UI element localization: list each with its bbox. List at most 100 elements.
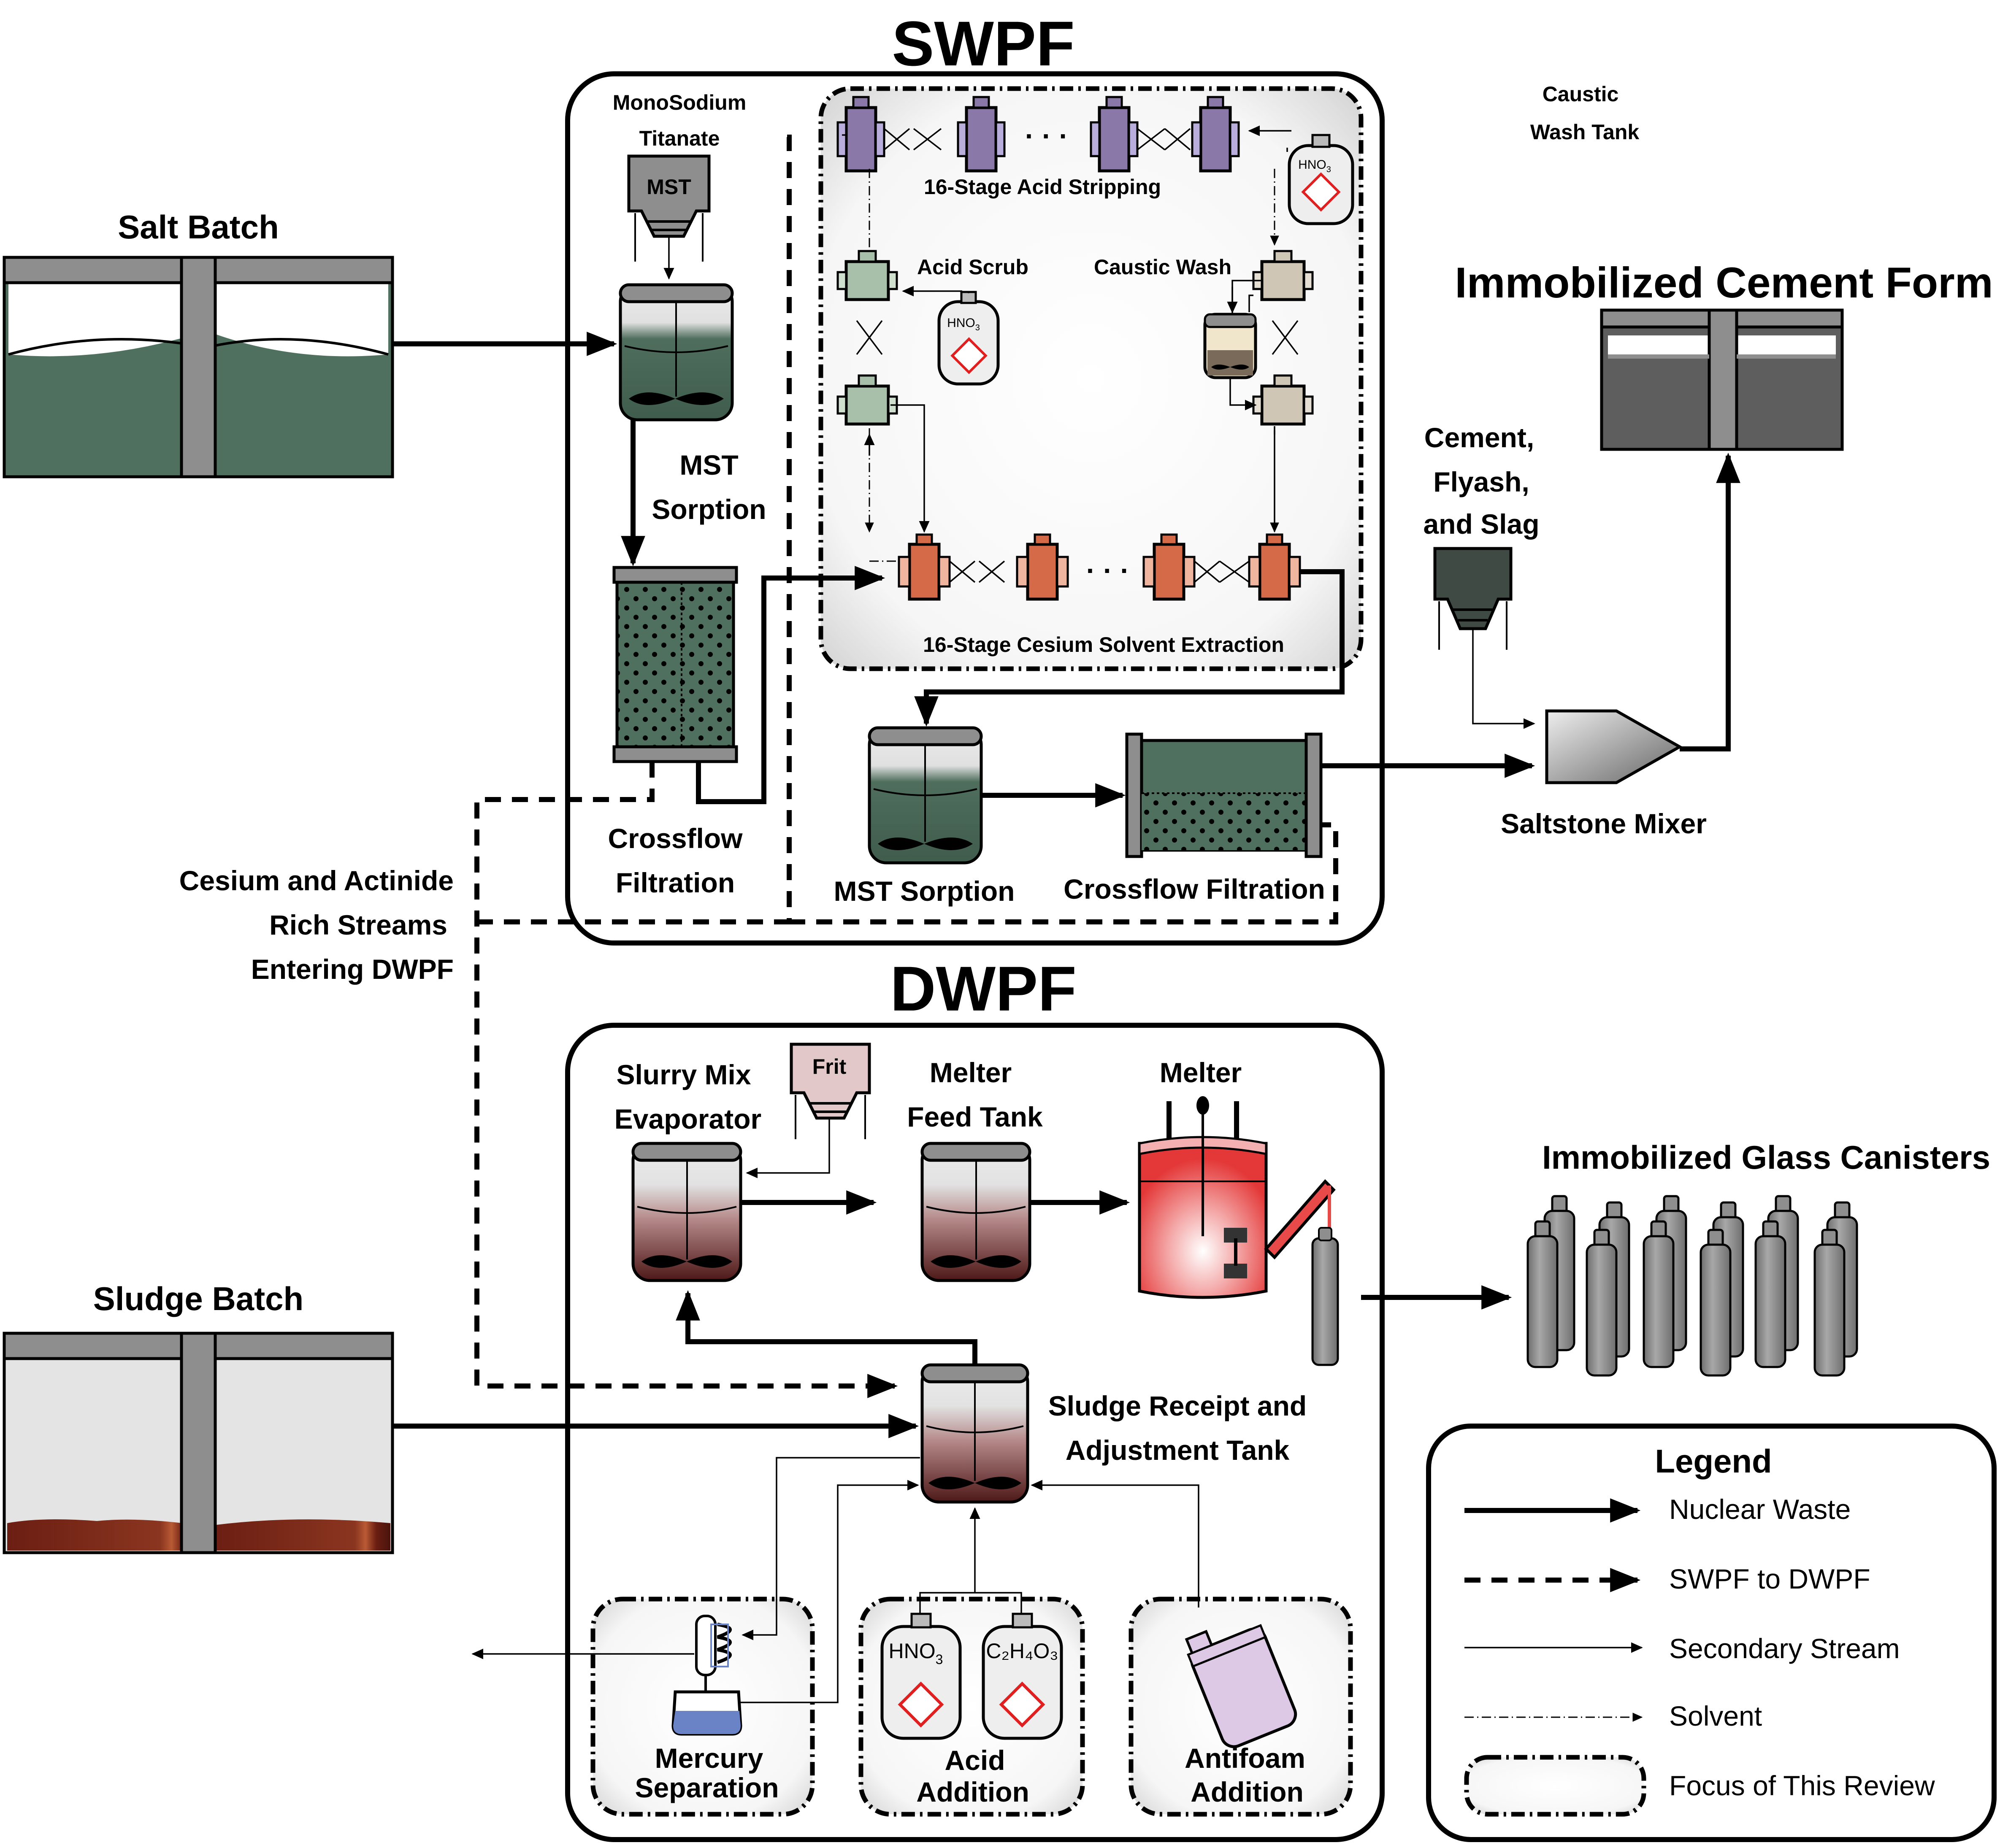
glass-canister xyxy=(1526,1220,1559,1368)
caustic-wash-tank-label-1: Caustic xyxy=(1543,82,1619,106)
crossflow-1-line2: Filtration xyxy=(616,867,735,898)
caustic-wash-label: Caustic Wash xyxy=(1094,255,1231,279)
cesium-extraction-label: 16-Stage Cesium Solvent Extraction xyxy=(923,633,1284,657)
strip-dots: · · · xyxy=(1025,120,1069,151)
immobilized-glass-canisters xyxy=(1526,1195,1858,1377)
frit-arrow xyxy=(746,1118,830,1178)
cesium-streams-label-3: Entering DWPF xyxy=(251,954,454,985)
acid-addition-label-1: Acid xyxy=(945,1745,1005,1776)
cement-to-mixer-arrow xyxy=(1472,629,1535,729)
legend-focus-label: Focus of This Review xyxy=(1669,1770,1935,1801)
mst-chem-label-2: Titanate xyxy=(639,127,720,150)
acid-scrub-label: Acid Scrub xyxy=(917,255,1028,279)
glass-canister xyxy=(1643,1220,1675,1368)
legend-swpf-label: SWPF to DWPF xyxy=(1669,1563,1870,1594)
legend-focus-swatch xyxy=(1464,1755,1646,1817)
swpf-title: SWPF xyxy=(892,8,1074,79)
hno3-bottle-dwpf xyxy=(880,1613,962,1740)
nuclear-flows-dwpf xyxy=(392,1190,1512,1438)
hno3-strip-label: HNO3 xyxy=(1298,158,1331,174)
glass-canister xyxy=(1700,1229,1732,1377)
saltstone-mixer-label: Saltstone Mixer xyxy=(1501,808,1707,839)
cssx-internal-flows xyxy=(842,134,1288,562)
glass-canister-fill xyxy=(1311,1227,1339,1366)
crossflow-1-line1: Crossflow xyxy=(608,823,743,854)
acid-addition-label-2: Addition xyxy=(916,1776,1029,1807)
caustic-to-tank-arrow xyxy=(1227,280,1262,313)
frit-hopper xyxy=(790,1043,871,1139)
glass-canister xyxy=(1754,1220,1786,1368)
melter-feed-label-2: Feed Tank xyxy=(907,1101,1043,1132)
legend-secondary-label: Secondary Stream xyxy=(1669,1633,1900,1664)
glycolic-acid-label: C₂H₄O₃ xyxy=(986,1639,1058,1663)
cement-inputs-1: Cement, xyxy=(1424,422,1534,453)
slurry-mix-label-2: Evaporator xyxy=(614,1103,761,1135)
slurry-mix-label-1: Slurry Mix xyxy=(616,1059,751,1090)
nuclear-flows-swpf xyxy=(392,332,1740,808)
cement-inputs-3: and Slag xyxy=(1423,508,1539,540)
mst-chem-label-1: MonoSodium xyxy=(613,91,747,114)
glycolic-acid-bottle xyxy=(982,1613,1063,1740)
cement-form-label: Immobilized Cement Form xyxy=(1455,259,1993,307)
crossflow-filter-2 xyxy=(1125,732,1323,858)
legend-box xyxy=(1426,1424,1997,1842)
glass-canisters-label: Immobilized Glass Canisters xyxy=(1542,1139,1990,1176)
slurry-mix-evaporator xyxy=(631,1142,742,1282)
acid-stripping-contactors xyxy=(836,96,1240,173)
dwpf-title: DWPF xyxy=(890,953,1077,1024)
crossflow-filter-1 xyxy=(612,566,738,763)
caustic-wash-tank-label-2: Wash Tank xyxy=(1530,120,1640,144)
caustic-wash-tank-icon xyxy=(1203,313,1257,379)
salt-batch-label: Salt Batch xyxy=(118,208,279,246)
acid-stripping-label: 16-Stage Acid Stripping xyxy=(924,175,1161,199)
saltstone-mixer xyxy=(1545,709,1683,784)
melter-feed-label-1: Melter xyxy=(930,1057,1012,1088)
cesium-extraction-contactors xyxy=(898,533,1301,601)
antifoam-label-1: Antifoam xyxy=(1185,1743,1305,1774)
frit-label: Frit xyxy=(812,1055,847,1078)
salt-batch-tank xyxy=(3,256,394,478)
crossflow-2-label: Crossflow Filtration xyxy=(1064,873,1325,905)
legend-nuclear-label: Nuclear Waste xyxy=(1669,1494,1851,1525)
melter-label: Melter xyxy=(1160,1057,1242,1088)
melter xyxy=(1138,1096,1336,1299)
dwpf-secondary-streams xyxy=(471,1457,1199,1703)
extract-dots: · · · xyxy=(1086,555,1130,586)
caustic-tank-line-down xyxy=(1229,378,1257,411)
cesium-streams-label-1: Cesium and Actinide xyxy=(179,865,454,896)
antifoam-jug xyxy=(1185,1624,1297,1748)
mst-sorption-tank-1 xyxy=(619,283,734,421)
srat-label-2: Adjustment Tank xyxy=(1066,1435,1290,1466)
glass-canister xyxy=(1586,1229,1618,1377)
legend-title: Legend xyxy=(1655,1443,1772,1480)
mst-sorption-tank-2 xyxy=(868,726,983,865)
hno3-dwpf-label: HNO3 xyxy=(889,1639,943,1667)
sludge-receipt-tank xyxy=(920,1363,1029,1504)
sludge-batch-label: Sludge Batch xyxy=(93,1280,303,1317)
glass-canister xyxy=(1813,1229,1846,1377)
hno3-scrub-label: HNO3 xyxy=(947,316,980,332)
sludge-batch-tank xyxy=(3,1332,394,1554)
legend-solvent-label: Solvent xyxy=(1669,1700,1762,1732)
mercury-separation-apparatus xyxy=(671,1615,742,1736)
mercury-label-1: Mercury xyxy=(655,1743,763,1774)
hno3-bottle-scrub xyxy=(937,291,1000,386)
srat-label-1: Sludge Receipt and xyxy=(1048,1390,1307,1421)
mst-sorption-2-label: MST Sorption xyxy=(834,875,1015,907)
mst-hopper xyxy=(627,154,711,262)
immobilized-cement-form-tank xyxy=(1600,308,1844,451)
antifoam-label-2: Addition xyxy=(1191,1776,1304,1807)
swpf-to-dwpf-flows xyxy=(474,135,1338,1398)
mst-sorption-1-line2: Sorption xyxy=(652,494,766,525)
mercury-label-2: Separation xyxy=(635,1772,779,1803)
mst-hopper-label: MST xyxy=(647,175,691,199)
cement-inputs-2: Flyash, xyxy=(1433,466,1529,497)
caustic-wash-contactors xyxy=(1252,250,1314,426)
cement-hopper xyxy=(1433,547,1513,650)
hno3-bottle-strip xyxy=(1288,134,1354,225)
melter-feed-tank xyxy=(920,1142,1031,1282)
mst-sorption-1-line1: MST xyxy=(679,449,738,481)
cssx-focus-region xyxy=(818,86,1364,671)
cesium-streams-label-2: Rich Streams xyxy=(269,909,447,940)
